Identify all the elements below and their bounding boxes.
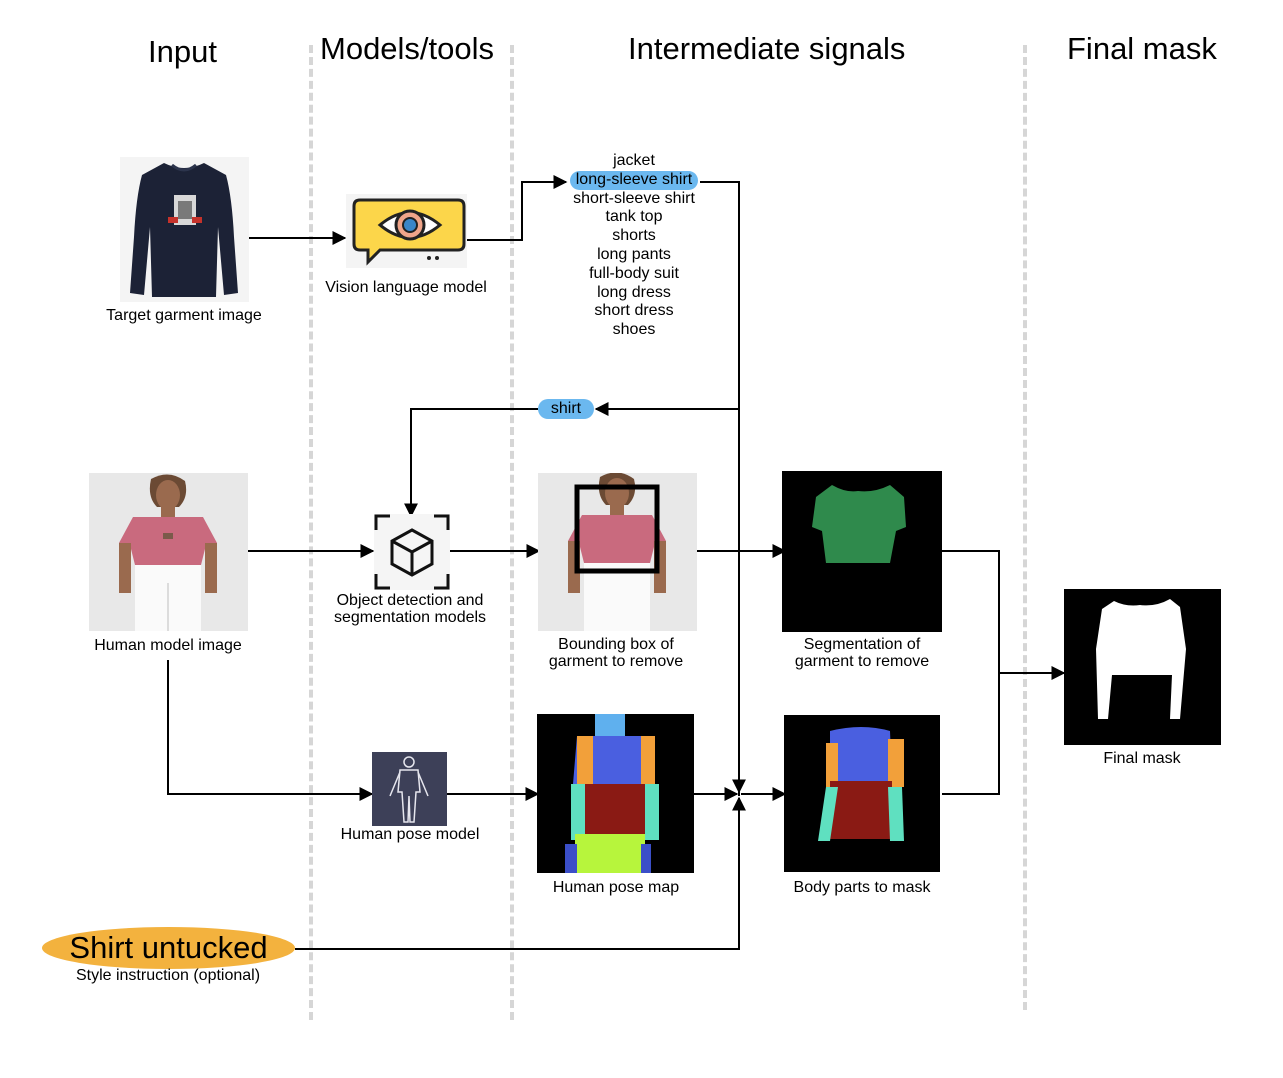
selected-class-pill: long-sleeve shirt xyxy=(569,170,699,190)
class-item: shoes xyxy=(612,321,656,339)
pose-map-label: Human pose map xyxy=(552,879,680,896)
segmentation-label-line2: garment to remove xyxy=(794,653,930,670)
bbox-label-line2: garment to remove xyxy=(548,653,684,670)
bounding-box-rect xyxy=(574,484,660,574)
query-pill: shirt xyxy=(538,399,594,419)
class-item: shorts xyxy=(612,227,656,245)
style-instruction-caption: Style instruction (optional) xyxy=(75,967,261,984)
segmentation-label-line1: Segmentation of xyxy=(803,636,921,653)
column-title-signals: Intermediate signals xyxy=(628,31,906,66)
column-title-final: Final mask xyxy=(1067,31,1217,66)
final-mask-label: Final mask xyxy=(1103,750,1181,767)
body-parts-image xyxy=(784,715,940,872)
human-pose-model-image xyxy=(372,752,447,826)
body-parts-label: Body parts to mask xyxy=(793,879,931,896)
class-item-selected: long-sleeve shirt xyxy=(560,170,708,190)
column-title-models: Models/tools xyxy=(320,31,495,66)
class-item: jacket xyxy=(613,152,655,169)
target-garment-image xyxy=(120,157,249,302)
arrow-style-to-junction xyxy=(295,796,746,950)
column-divider xyxy=(510,45,514,1020)
bbox-label-line1: Bounding box of xyxy=(558,636,674,653)
class-item: tank top xyxy=(605,208,663,226)
garment-class-list: jacket long-sleeve shirt short-sleeve sh… xyxy=(560,152,708,340)
pose-model-label: Human pose model xyxy=(340,826,480,843)
class-item: long pants xyxy=(597,245,671,263)
column-title-input: Input xyxy=(148,34,217,69)
arrow-vlm-to-classes xyxy=(467,175,568,241)
class-item: short-sleeve shirt xyxy=(573,189,695,207)
detector-label-line2: segmentation models xyxy=(333,609,487,626)
target-garment-label: Target garment image xyxy=(106,307,262,324)
arrow-human-to-pose xyxy=(167,660,374,801)
bounding-box-image xyxy=(538,473,697,631)
vlm-icon xyxy=(346,194,467,268)
object-detection-icon xyxy=(374,514,450,590)
class-item: full-body suit xyxy=(589,264,679,282)
human-pose-map-image xyxy=(537,714,694,873)
line-class-down xyxy=(700,181,740,796)
vlm-label: Vision language model xyxy=(325,279,487,296)
style-instruction-value: Shirt untucked xyxy=(69,930,268,965)
style-instruction-pill xyxy=(42,927,295,969)
human-model-label: Human model image xyxy=(94,637,242,654)
line-merge xyxy=(942,550,1000,795)
arrow-pill-to-detector xyxy=(404,408,538,518)
detector-label-line1: Object detection and xyxy=(336,592,484,609)
class-item: long dress xyxy=(597,283,671,301)
segmentation-image xyxy=(782,471,942,632)
human-model-image xyxy=(89,473,248,631)
class-item: short dress xyxy=(594,302,674,320)
final-mask-image xyxy=(1064,589,1221,745)
column-divider xyxy=(1023,45,1027,1010)
column-divider xyxy=(309,45,313,1020)
